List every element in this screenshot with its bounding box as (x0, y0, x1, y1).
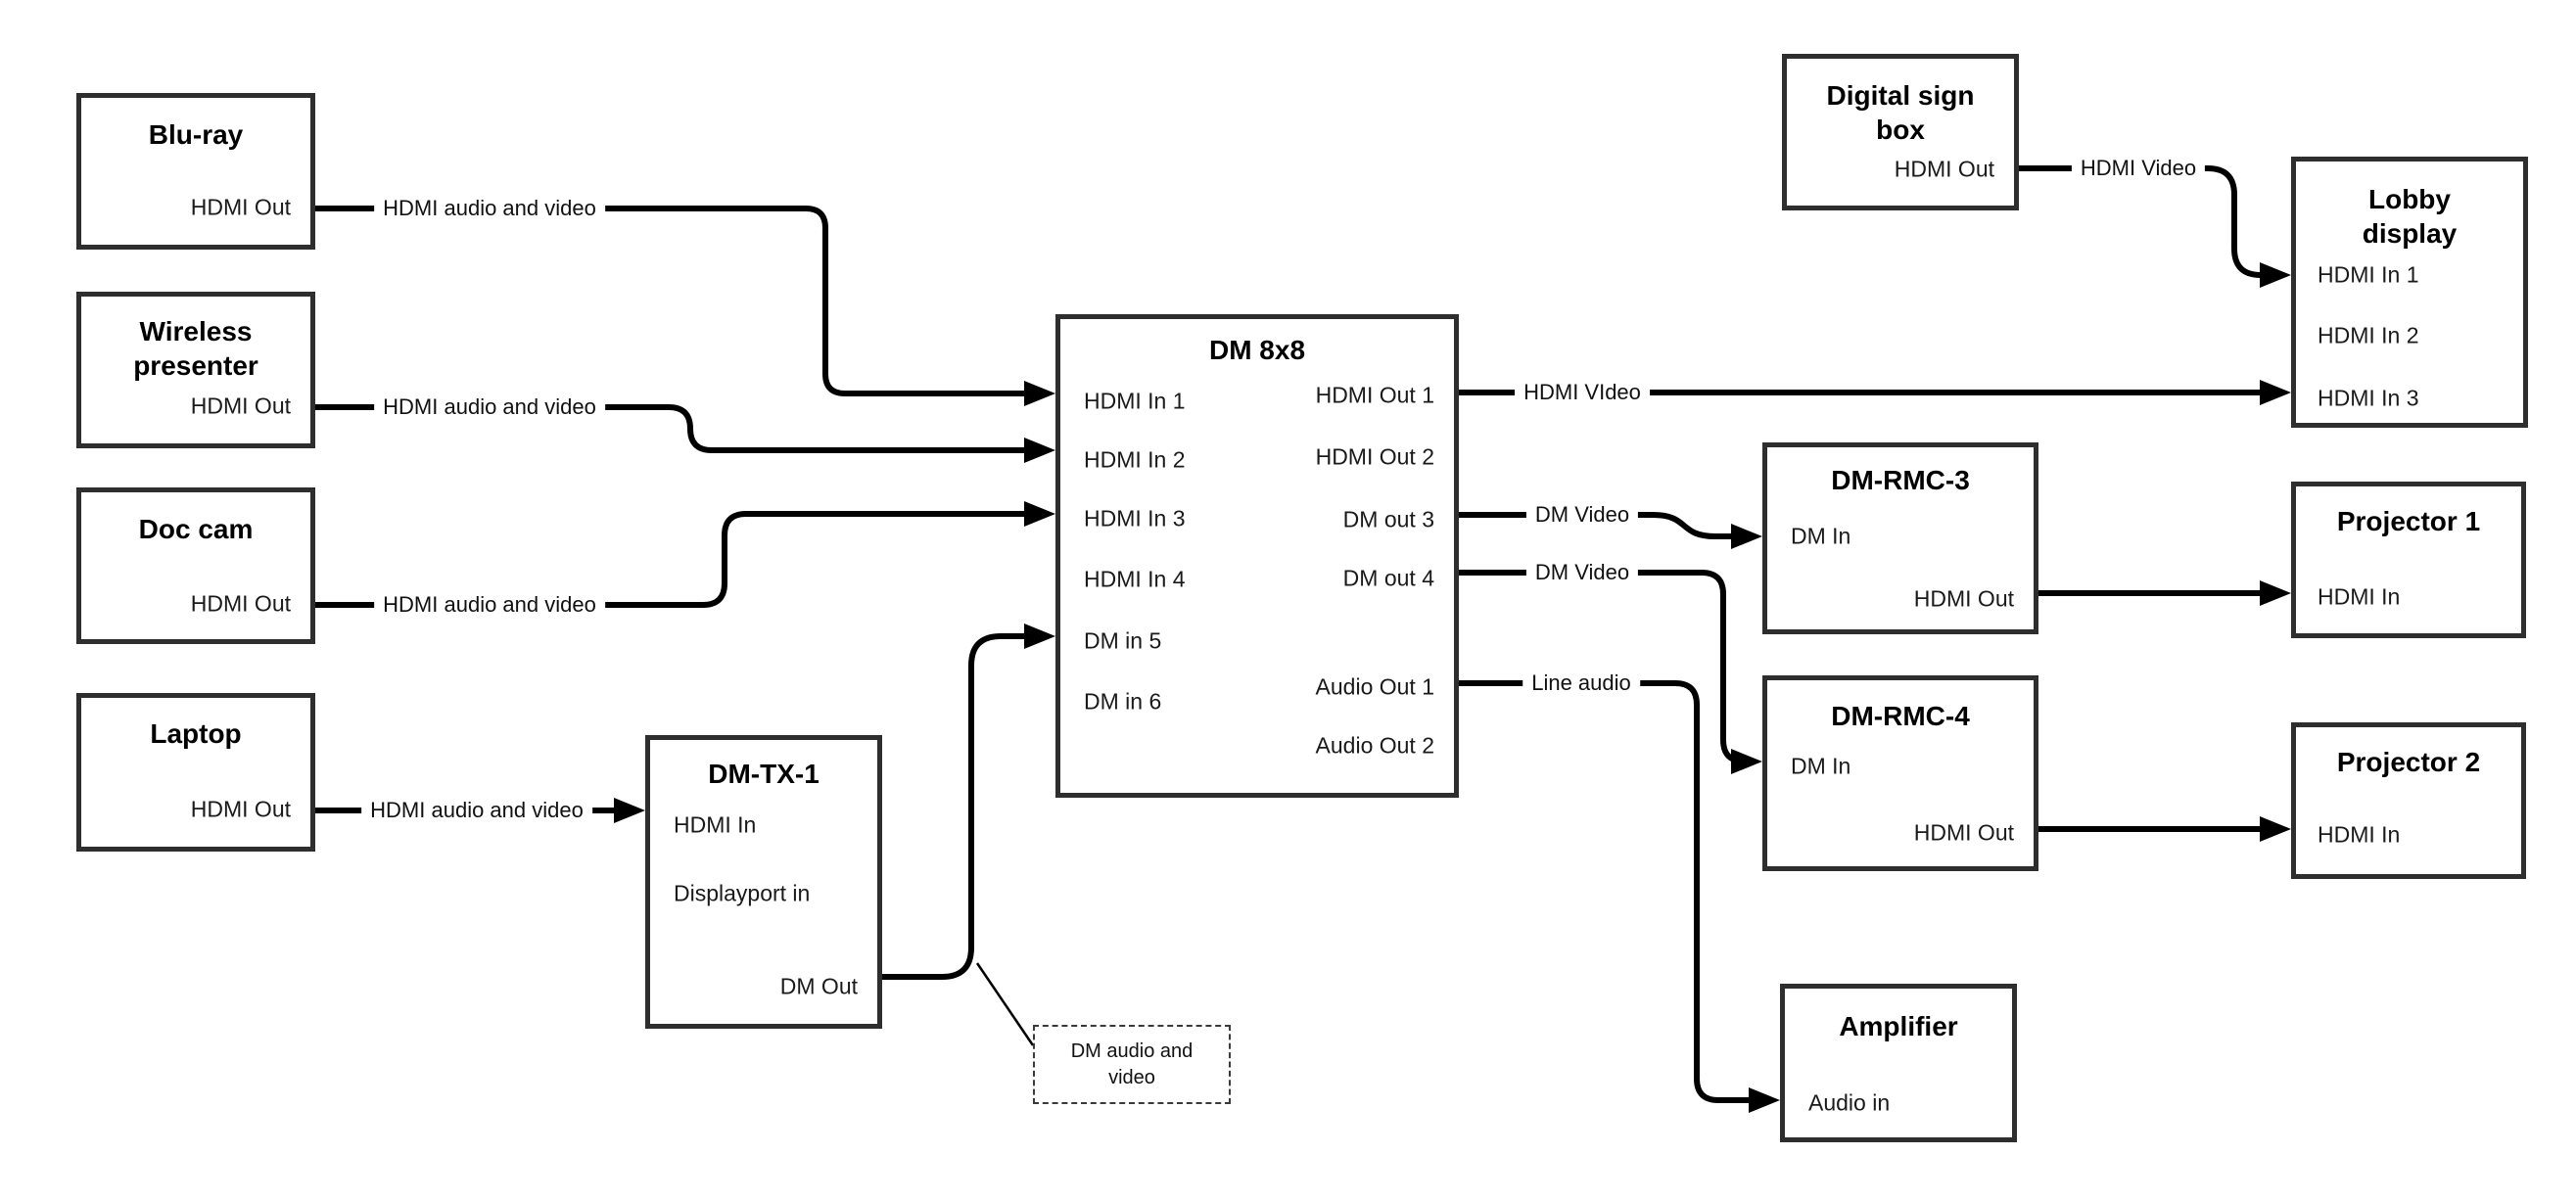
port-rmc4-dm-in: DM In (1791, 753, 1851, 779)
node-digital-sign-box: Digital sign box HDMI Out (1782, 54, 2019, 210)
node-projector-2: Projector 2 HDMI In (2291, 722, 2526, 879)
arrowhead-dm-in-5 (1024, 624, 1055, 649)
port-wireless-hdmi-out: HDMI Out (190, 393, 291, 419)
node-bluray: Blu-ray HDMI Out (76, 93, 315, 250)
arrowhead-hdmi-in-3 (1024, 501, 1055, 527)
connector-dmout3-to-rmc3 (1459, 512, 1737, 539)
port-rmc3-hdmi-out: HDMI Out (1913, 585, 2014, 612)
node-laptop: Laptop HDMI Out (76, 693, 315, 852)
wire-label-laptop: HDMI audio and video (361, 798, 592, 823)
connector-dmtx1-to-dm8x8 (882, 633, 1030, 980)
arrowhead-amplifier-audio-in (1749, 1087, 1780, 1113)
port-dmtx1-displayport-in: Displayport in (674, 880, 811, 906)
port-dmtx1-dm-out: DM Out (779, 973, 858, 999)
port-dm8x8-dm-in-5: DM in 5 (1084, 627, 1162, 654)
wire-label-dm-out-4: DM Video (1525, 560, 1639, 585)
port-dm8x8-hdmi-out-1: HDMI Out 1 (1315, 382, 1434, 408)
node-lobby-display-title: Lobby display (2362, 184, 2458, 249)
node-dm-tx-1-title: DM-TX-1 (708, 759, 820, 789)
port-bluray-hdmi-out: HDMI Out (190, 194, 291, 220)
node-projector-1-title: Projector 1 (2336, 506, 2481, 536)
port-projector1-hdmi-in: HDMI In (2318, 583, 2401, 610)
port-dm8x8-dm-out-4: DM out 4 (1342, 565, 1434, 591)
port-amplifier-audio-in: Audio in (1808, 1089, 1891, 1116)
node-laptop-title: Laptop (150, 718, 242, 749)
node-projector-2-title: Projector 2 (2336, 747, 2481, 777)
node-dm-8x8: DM 8x8 HDMI In 1 HDMI In 2 HDMI In 3 HDM… (1055, 314, 1459, 798)
arrowhead-hdmi-in-1 (1024, 381, 1055, 406)
connector-dmout4-to-rmc4 (1459, 570, 1749, 764)
arrowhead-lobby-hdmi-in-3 (2260, 380, 2291, 405)
node-wireless-presenter-title: Wireless presenter (133, 316, 258, 381)
note-leader-line (975, 962, 1035, 1046)
node-wireless-presenter: Wireless presenter HDMI Out (76, 292, 315, 448)
arrowhead-dmtx1-hdmi-in (614, 798, 645, 823)
connector-doccam-to-dm8x8 (315, 511, 1030, 608)
connector-wireless-to-dm8x8 (315, 404, 1030, 453)
arrowhead-lobby-hdmi-in-1 (2260, 262, 2291, 288)
node-dm-rmc-4-title: DM-RMC-4 (1831, 701, 1970, 731)
port-doccam-hdmi-out: HDMI Out (190, 590, 291, 617)
node-dm-rmc-3-title: DM-RMC-3 (1831, 465, 1970, 495)
node-amplifier-title: Amplifier (1839, 1011, 1958, 1041)
node-dm-rmc-3: DM-RMC-3 DM In HDMI Out (1762, 442, 2038, 634)
port-dm8x8-hdmi-in-2: HDMI In 2 (1084, 446, 1186, 473)
port-dmtx1-hdmi-in: HDMI In (674, 811, 757, 838)
node-dm-rmc-4: DM-RMC-4 DM In HDMI Out (1762, 675, 2038, 871)
port-dm8x8-dm-out-3: DM out 3 (1342, 506, 1434, 532)
port-dm8x8-hdmi-out-2: HDMI Out 2 (1315, 443, 1434, 470)
port-lobby-hdmi-in-2: HDMI In 2 (2318, 322, 2419, 348)
wire-label-audio-out-1: Line audio (1522, 670, 1640, 696)
port-lobby-hdmi-in-1: HDMI In 1 (2318, 261, 2419, 288)
node-lobby-display: Lobby display HDMI In 1 HDMI In 2 HDMI I… (2291, 157, 2528, 428)
node-dm-8x8-title: DM 8x8 (1208, 335, 1306, 365)
arrowhead-rmc3-dm-in (1731, 524, 1762, 549)
arrowhead-rmc4-dm-in (1731, 749, 1762, 774)
node-dm-tx-1: DM-TX-1 HDMI In Displayport in DM Out (645, 735, 882, 1029)
port-lobby-hdmi-in-3: HDMI In 3 (2318, 385, 2419, 411)
port-dm8x8-audio-out-1: Audio Out 1 (1315, 673, 1434, 700)
arrowhead-hdmi-in-2 (1024, 438, 1055, 463)
node-bluray-title: Blu-ray (148, 119, 244, 150)
wire-label-digital-sign: HDMI Video (2071, 156, 2206, 181)
node-doc-cam-title: Doc cam (138, 514, 254, 544)
connector-audioout1-to-amplifier (1459, 680, 1753, 1103)
note-text: DM audio and video (1070, 1039, 1194, 1088)
connector-digitalsign-to-lobby (2019, 165, 2266, 278)
port-dm8x8-hdmi-in-4: HDMI In 4 (1084, 566, 1186, 592)
node-doc-cam: Doc cam HDMI Out (76, 487, 315, 644)
node-amplifier: Amplifier Audio in (1780, 984, 2017, 1142)
wire-label-bluray: HDMI audio and video (374, 196, 605, 221)
note-dm-audio-and-video: DM audio and video (1033, 1025, 1231, 1104)
port-dm8x8-audio-out-2: Audio Out 2 (1315, 732, 1434, 759)
port-projector2-hdmi-in: HDMI In (2318, 821, 2401, 848)
port-rmc3-dm-in: DM In (1791, 523, 1851, 549)
wire-label-hdmi-out-1: HDMI VIdeo (1515, 380, 1650, 405)
wire-label-dm-out-3: DM Video (1525, 502, 1639, 528)
wire-label-wireless: HDMI audio and video (374, 394, 605, 420)
node-projector-1: Projector 1 HDMI In (2291, 482, 2526, 638)
port-dm8x8-dm-in-6: DM in 6 (1084, 688, 1162, 715)
arrowhead-projector2-hdmi-in (2260, 816, 2291, 842)
port-rmc4-hdmi-out: HDMI Out (1913, 819, 2014, 846)
connector-bluray-to-dm8x8 (315, 206, 1030, 396)
arrowhead-projector1-hdmi-in (2260, 580, 2291, 606)
node-digital-sign-title: Digital sign box (1826, 80, 1975, 145)
port-dm8x8-hdmi-in-1: HDMI In 1 (1084, 388, 1186, 414)
port-dm8x8-hdmi-in-3: HDMI In 3 (1084, 505, 1186, 531)
wire-label-doc-cam: HDMI audio and video (374, 592, 605, 618)
port-digitalsign-hdmi-out: HDMI Out (1894, 156, 1994, 182)
port-laptop-hdmi-out: HDMI Out (190, 796, 291, 822)
